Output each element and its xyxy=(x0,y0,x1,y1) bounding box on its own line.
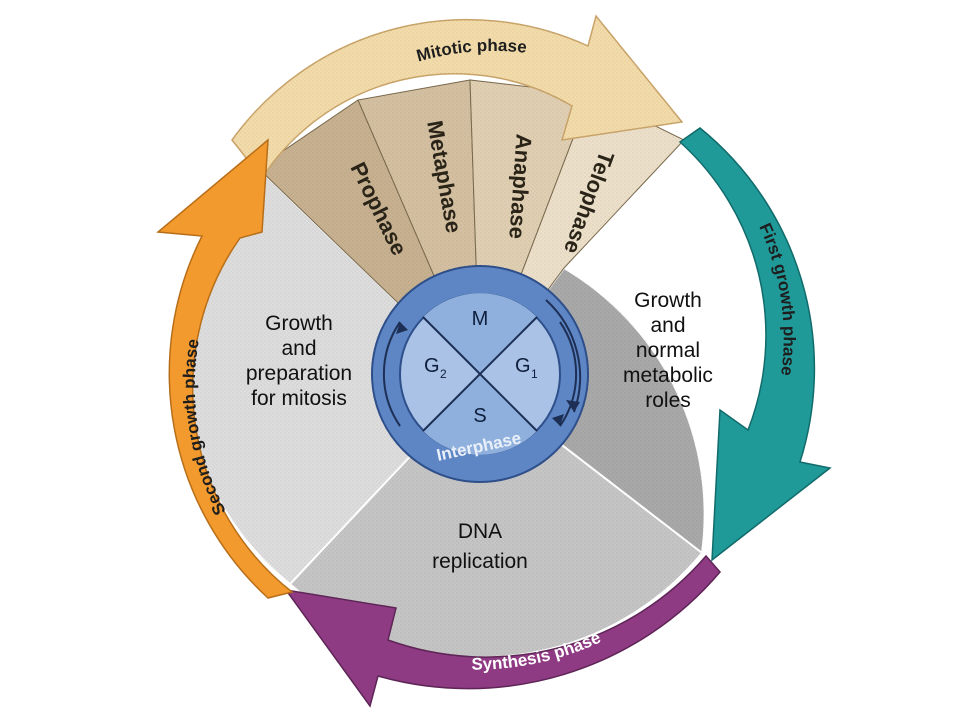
first-growth-phase-arrow xyxy=(678,127,832,562)
interphase-hub xyxy=(371,265,589,483)
svg-text:1: 1 xyxy=(531,367,538,381)
svg-text:G: G xyxy=(424,355,440,377)
second-growth-phase-arrow xyxy=(156,138,294,599)
g1-phase-label: G 1 xyxy=(515,355,538,381)
svg-text:replication: replication xyxy=(432,550,528,573)
svg-text:for mitosis: for mitosis xyxy=(251,387,347,410)
g2-phase-label: G 2 xyxy=(424,355,447,381)
g2-description: Growth and preparation for mitosis xyxy=(246,312,352,410)
g1-description: Growth and normal metabolic roles xyxy=(623,289,713,412)
s-description: DNA replication xyxy=(432,520,528,573)
svg-text:roles: roles xyxy=(645,389,691,412)
svg-text:normal: normal xyxy=(636,339,700,362)
svg-text:Growth: Growth xyxy=(265,312,333,335)
svg-text:metabolic: metabolic xyxy=(623,364,713,387)
svg-text:and: and xyxy=(650,314,685,337)
svg-text:2: 2 xyxy=(440,367,447,381)
s-phase-label: S xyxy=(473,405,486,427)
svg-text:DNA: DNA xyxy=(458,520,502,543)
svg-text:G: G xyxy=(515,355,531,377)
svg-text:preparation: preparation xyxy=(246,362,352,385)
svg-text:Growth: Growth xyxy=(634,289,702,312)
m-phase-label: M xyxy=(472,308,489,330)
svg-text:and: and xyxy=(281,337,316,360)
synthesis-phase-arrow xyxy=(284,554,721,708)
